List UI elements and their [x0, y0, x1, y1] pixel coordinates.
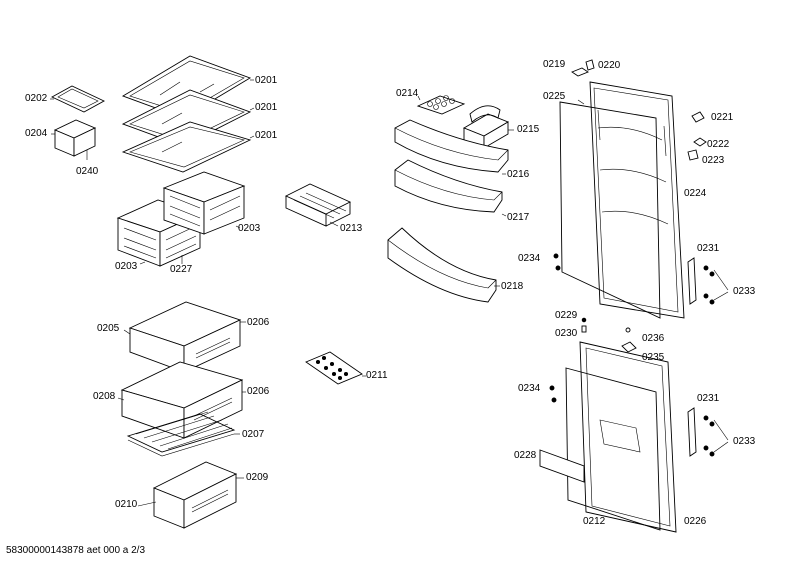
part-label-0216: 0216	[507, 169, 530, 180]
part-label-0217: 0217	[507, 212, 530, 223]
handle-upper	[553, 253, 715, 305]
part-label-0209: 0209	[246, 472, 269, 483]
hinge-parts-upper	[571, 59, 707, 161]
drawing-reference: 58300000143878 aet 000 a 2/3	[6, 545, 146, 556]
part-label-0210: 0210	[115, 499, 138, 510]
door-gasket-upper	[559, 101, 661, 319]
part-label-0228: 0228	[514, 450, 537, 461]
door-shelf-upper	[394, 119, 509, 173]
part-label-0220: 0220	[598, 60, 621, 71]
part-label-0225: 0225	[543, 91, 566, 102]
part-label-0236: 0236	[642, 333, 665, 344]
part-label-0231: 0231	[697, 393, 720, 404]
wire-grid	[126, 411, 236, 457]
drawer-upper	[128, 301, 242, 373]
fridge-door-upper	[589, 81, 685, 319]
part-label-0234: 0234	[518, 253, 541, 264]
part-label-0235: 0235	[642, 352, 665, 363]
drawer-lower	[152, 461, 238, 529]
wire-basket-right	[162, 171, 246, 235]
door-gasket-lower	[565, 367, 661, 531]
handle-lower	[549, 385, 715, 457]
part-label-0240: 0240	[76, 166, 99, 177]
part-label-0205: 0205	[97, 323, 120, 334]
dairy-compartment	[462, 105, 510, 149]
butter-box	[53, 119, 97, 157]
part-label-0219: 0219	[543, 59, 566, 70]
ice-cube-tray	[305, 351, 363, 385]
part-label-0203: 0203	[238, 223, 261, 234]
part-label-0223: 0223	[702, 155, 725, 166]
part-label-0218: 0218	[501, 281, 524, 292]
part-label-0203: 0203	[115, 261, 138, 272]
part-label-0207: 0207	[242, 429, 265, 440]
part-label-0231: 0231	[697, 243, 720, 254]
part-label-0214: 0214	[396, 88, 419, 99]
part-label-0212: 0212	[583, 516, 606, 527]
part-label-0221: 0221	[711, 112, 734, 123]
part-label-0208: 0208	[93, 391, 116, 402]
part-label-0234: 0234	[518, 383, 541, 394]
egg-tray	[416, 95, 466, 115]
part-label-0201: 0201	[255, 130, 278, 141]
compartment-lid	[51, 85, 105, 113]
part-label-0227: 0227	[170, 264, 193, 275]
part-label-0202: 0202	[25, 93, 48, 104]
part-label-0229: 0229	[555, 310, 578, 321]
flap-0228	[539, 449, 585, 483]
freezer-door-lower	[579, 341, 677, 533]
part-label-0206: 0206	[247, 317, 270, 328]
part-label-0230: 0230	[555, 328, 578, 339]
part-label-0201: 0201	[255, 75, 278, 86]
door-shelf-middle	[394, 159, 503, 213]
door-shelf-lower	[387, 227, 497, 303]
bottle-rack	[284, 183, 352, 227]
part-label-0222: 0222	[707, 139, 730, 150]
drawer-middle	[120, 361, 244, 439]
part-label-0224: 0224	[684, 188, 707, 199]
hinge-pin-parts	[581, 317, 637, 353]
part-label-0213: 0213	[340, 223, 363, 234]
part-label-0201: 0201	[255, 102, 278, 113]
glass-shelf-bottom	[121, 121, 252, 173]
part-label-0233: 0233	[733, 286, 756, 297]
part-label-0233: 0233	[733, 436, 756, 447]
part-label-0204: 0204	[25, 128, 48, 139]
part-label-0226: 0226	[684, 516, 707, 527]
part-label-0211: 0211	[366, 370, 388, 381]
part-label-0206: 0206	[247, 386, 270, 397]
part-label-0215: 0215	[517, 124, 540, 135]
